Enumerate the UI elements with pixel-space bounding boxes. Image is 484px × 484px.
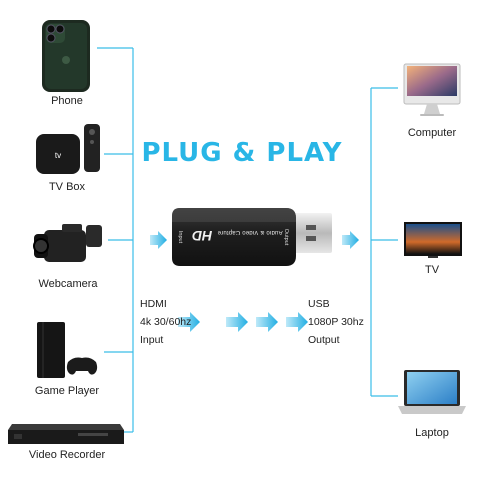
target-label-computer: Computer: [407, 127, 457, 139]
arrow-1-icon: [178, 312, 200, 332]
svg-text:tv: tv: [55, 151, 61, 160]
input-spec-line-2: 4k 30/60hz: [140, 316, 192, 328]
output-spec-line-1: USB: [308, 298, 330, 310]
camera-icon: [33, 224, 102, 262]
arrow-4-icon: [286, 312, 308, 332]
game-console-icon: [37, 322, 98, 378]
source-label-webcamera: Webcamera: [38, 278, 98, 290]
tv-icon: [404, 222, 462, 258]
computer-icon: [403, 63, 461, 116]
input-spec-line-1: HDMI: [140, 298, 167, 310]
phone-icon: [42, 20, 90, 92]
output-spec-line-2: 1080P 30hz: [308, 316, 364, 328]
input-spec: HDMI 4k 30/60hz Input: [140, 295, 191, 349]
arrow-3-icon: [256, 312, 278, 332]
video-recorder-icon: [8, 424, 124, 444]
arrow-to-device-icon: [150, 231, 167, 249]
capture-card-body-icon: [172, 208, 296, 266]
laptop-icon: [398, 370, 466, 414]
usb-connector-icon: [292, 213, 332, 253]
headline: PLUG & PLAY: [141, 138, 343, 168]
arrow-from-device-icon: [342, 231, 359, 249]
source-label-game-player: Game Player: [34, 385, 100, 397]
source-label-video-recorder: Video Recorder: [28, 449, 106, 461]
arrow-2-icon: [226, 312, 248, 332]
source-label-phone: Phone: [51, 95, 83, 107]
target-label-laptop: Laptop: [415, 427, 449, 439]
tv-box-icon: tv: [36, 124, 100, 174]
input-spec-line-3: Input: [140, 334, 164, 346]
target-label-tv: TV: [424, 264, 440, 276]
output-spec-line-3: Output: [308, 334, 340, 346]
output-spec: USB 1080P 30hz Output: [308, 295, 364, 349]
source-label-tv-box: TV Box: [48, 181, 86, 193]
